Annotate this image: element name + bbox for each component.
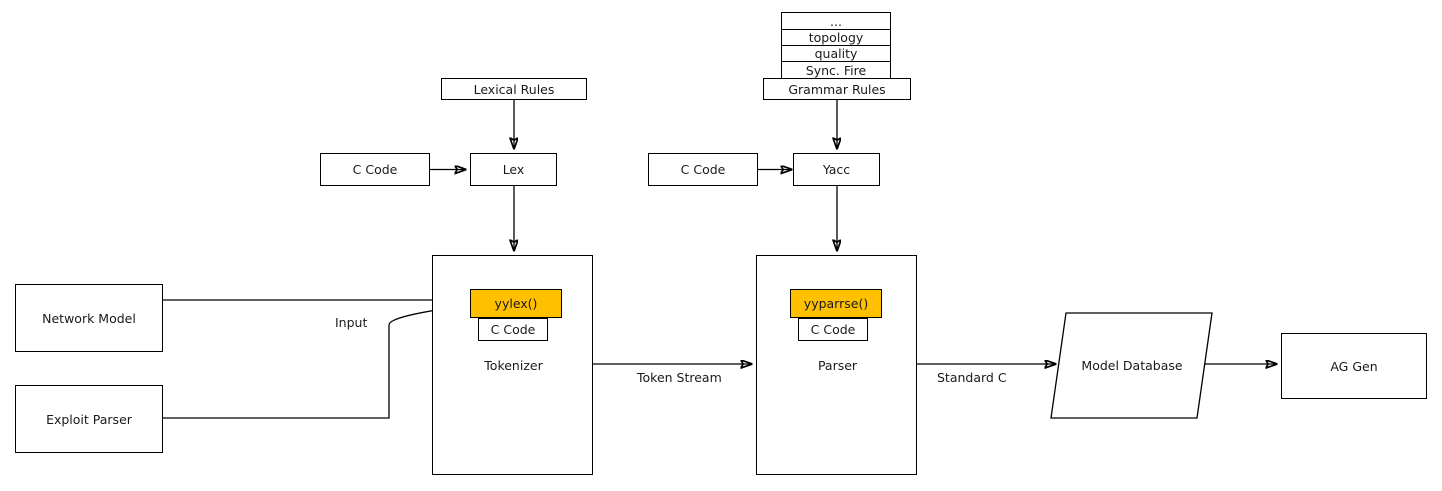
node-c-code-yacc: C Code (648, 153, 758, 186)
node-model-database-label: Model Database (1046, 358, 1218, 373)
grammar-stack-row-quality: quality (781, 45, 891, 62)
edge-label-text: Standard C (937, 370, 1007, 385)
node-label: Exploit Parser (46, 411, 132, 427)
grammar-stack-label: ... (830, 13, 842, 29)
edge-label-standard-c: Standard C (937, 370, 1007, 385)
model-database-shape (1050, 312, 1213, 419)
node-label: Lexical Rules (473, 81, 555, 97)
node-label: C Code (810, 322, 856, 337)
node-grammar-rules: Grammar Rules (763, 78, 911, 100)
node-lex: Lex (470, 153, 557, 186)
node-label: yyparrse() (803, 296, 869, 311)
edge-exploit-parser-to-yylex (163, 306, 463, 419)
node-yyparse: yyparrse() (790, 289, 882, 318)
node-yacc: Yacc (793, 153, 880, 186)
node-c-code-tokenizer: C Code (478, 318, 548, 341)
node-label: AG Gen (1330, 358, 1378, 374)
node-tokenizer-title: Tokenizer (433, 358, 594, 373)
grammar-stack-label: Sync. Fire (805, 62, 867, 78)
grammar-stack-row-ellipsis: ... (781, 12, 891, 30)
node-label: Tokenizer (484, 358, 543, 373)
node-lexical-rules: Lexical Rules (441, 78, 587, 100)
edge-label-token-stream: Token Stream (637, 370, 722, 385)
node-label: C Code (680, 162, 726, 177)
edge-label-text: Token Stream (637, 370, 722, 385)
node-tokenizer: yylex() C Code Tokenizer (432, 255, 593, 475)
node-ag-gen: AG Gen (1281, 333, 1427, 399)
node-network-model: Network Model (15, 284, 163, 352)
grammar-stack-label: quality (814, 46, 858, 61)
node-label: Lex (502, 162, 525, 177)
node-yylex: yylex() (470, 289, 562, 318)
grammar-stack-label: topology (808, 30, 864, 45)
node-parser-title: Parser (757, 358, 918, 373)
node-label: Network Model (42, 310, 136, 326)
grammar-stack-row-sync-fire: Sync. Fire (781, 61, 891, 79)
node-exploit-parser: Exploit Parser (15, 385, 163, 453)
node-label: C Code (490, 322, 536, 337)
node-label: Model Database (1081, 358, 1183, 373)
edge-label-input: Input (335, 315, 367, 330)
node-label: yylex() (494, 296, 538, 311)
edge-label-text: Input (335, 315, 368, 330)
node-model-database: Model Database (1046, 308, 1218, 424)
node-label: Yacc (822, 162, 851, 177)
grammar-stack-row-topology: topology (781, 29, 891, 46)
node-c-code-lex: C Code (320, 153, 430, 186)
node-label: Parser (817, 358, 858, 373)
node-label: C Code (352, 162, 398, 177)
node-parser: yyparrse() C Code Parser (756, 255, 917, 475)
node-label: Grammar Rules (788, 81, 886, 97)
node-c-code-parser: C Code (798, 318, 868, 341)
